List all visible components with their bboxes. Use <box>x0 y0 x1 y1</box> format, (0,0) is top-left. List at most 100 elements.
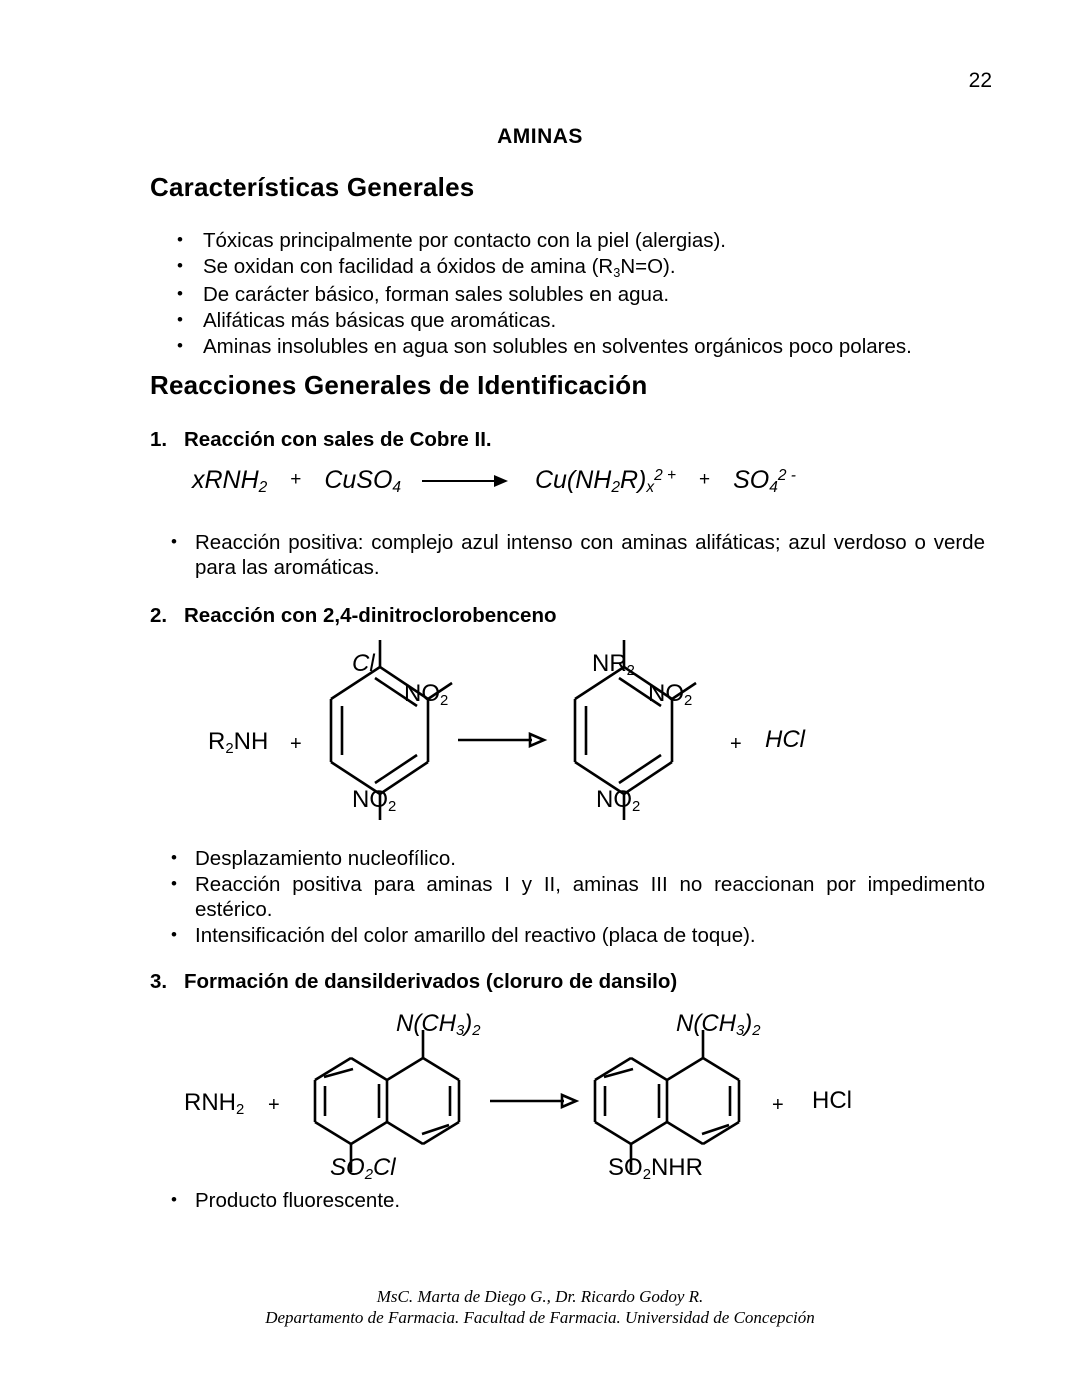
subscript: 4 <box>769 479 778 497</box>
reaction-2-heading: 2. Reacción con 2,4-dinitroclorobenceno <box>150 604 556 628</box>
reaction-1-heading: 1. Reacción con sales de Cobre II. <box>150 428 492 452</box>
dansyl-chloride-structure <box>313 1030 461 1172</box>
product-2-text: SO <box>733 465 770 494</box>
bullet-text: Reacción positiva: complejo azul intenso… <box>195 531 985 579</box>
amine-r: R <box>208 728 226 755</box>
list-item: Tóxicas principalmente por contacto con … <box>165 227 1015 253</box>
equation-plus-1: + <box>290 469 302 491</box>
product-1-text: Cu(NH <box>534 465 612 494</box>
bullet-text: Aminas insolubles en agua son solubles e… <box>203 335 912 358</box>
bullet-text: Intensificación del color amarillo del r… <box>195 924 756 947</box>
subscript: 3 <box>456 1023 465 1040</box>
subscript: 2 <box>611 479 620 497</box>
reaction-3-number: 3. <box>150 970 168 993</box>
product-1-mid: R) <box>619 465 647 494</box>
reaction-1-title: Reacción con sales de Cobre II. <box>184 428 492 451</box>
list-item: Desplazamiento nucleofílico. <box>165 845 985 871</box>
subscript: 2 <box>225 741 234 758</box>
reactant-1-text: xRNH <box>192 465 259 494</box>
list-item: Intensificación del color amarillo del r… <box>165 922 985 948</box>
amine-nh: NH <box>233 728 269 755</box>
sulfonamide-label: SO2NHR <box>608 1154 703 1183</box>
list-item: Aminas insolubles en agua son solubles e… <box>165 333 1015 359</box>
dinitrochlorobenzene-structure <box>329 640 453 820</box>
superscript: 2 - <box>777 467 796 485</box>
superscript: 2 + <box>654 467 677 485</box>
subscript: 2 <box>236 1102 245 1119</box>
dimethylamino-label: N(CH3)2 <box>396 1010 481 1040</box>
reaction-2-plus-right: + <box>730 733 742 755</box>
list-item: Producto fluorescente. <box>165 1187 865 1213</box>
so-text: SO <box>330 1154 365 1181</box>
sulfonyl-chloride-label: SO2Cl <box>330 1154 396 1183</box>
bullet-text: Desplazamiento nucleofílico. <box>195 847 456 870</box>
list-item: Alifáticas más básicas que aromáticas. <box>165 307 1015 333</box>
reaction-2-byproduct-label: HCl <box>765 726 805 753</box>
document-title: AMINAS <box>497 125 583 148</box>
nr-text: NR <box>592 650 627 677</box>
reaction-2-plus-left: + <box>290 733 302 755</box>
reaction-3-bullet-list: Producto fluorescente. <box>165 1187 865 1214</box>
reaction-2-scheme: R2NH + Cl NO2 NO2 <box>0 636 1080 836</box>
subscript: 2 <box>440 693 449 710</box>
amine-substituent-label: NR2 <box>592 650 635 680</box>
reaction-3-title: Formación de dansilderivados (cloruro de… <box>184 970 678 993</box>
heading-reacciones-generales: Reacciones Generales de Identificación <box>150 370 648 400</box>
nhr-text: NHR <box>650 1154 703 1181</box>
subscript: 2 <box>626 663 635 680</box>
reaction-1-number: 1. <box>150 428 168 451</box>
para-nitro-label: NO2 <box>352 786 397 816</box>
footer-authors: MsC. Marta de Diego G., Dr. Ricardo Godo… <box>376 1287 704 1306</box>
reaction-3-byproduct-label: HCl <box>812 1087 852 1114</box>
subscript: 2 <box>388 799 397 816</box>
list-item: Reacción positiva: complejo azul intenso… <box>165 529 985 580</box>
subscript: x <box>646 479 655 497</box>
nitro-text: NO <box>596 786 632 813</box>
subscript: 2 <box>258 479 268 497</box>
bullet-text: De carácter básico, forman sales soluble… <box>203 283 670 306</box>
equation-reactant-1: xRNH2 <box>192 465 268 497</box>
subscript: 4 <box>392 479 402 497</box>
heading-caracteristicas-generales: Características Generales <box>150 172 475 202</box>
arrow-right-icon <box>490 1093 580 1109</box>
nch-text: N(CH <box>396 1010 456 1037</box>
amine-text: RNH <box>184 1089 236 1116</box>
equation-product-1: Cu(NH2R)x2 + <box>534 465 677 497</box>
reaction-3-amine-label: RNH2 <box>184 1089 245 1119</box>
subscript: 2 <box>684 693 693 710</box>
paren-text: ) <box>744 1010 753 1037</box>
page-number: 22 <box>968 69 992 92</box>
subscript: 3 <box>736 1023 745 1040</box>
cl-text: Cl <box>372 1154 396 1181</box>
ortho-nitro-label: NO2 <box>404 680 449 710</box>
caracteristicas-bullet-list: Tóxicas principalmente por contacto con … <box>165 227 1015 360</box>
subscript: 2 <box>472 1023 481 1040</box>
bullet-text: Producto fluorescente. <box>195 1189 401 1212</box>
subscript: 2 <box>632 799 641 816</box>
reaction-2-title: Reacción con 2,4-dinitroclorobenceno <box>184 604 557 627</box>
dinitroaniline-product-structure <box>573 640 697 820</box>
equation-product-2: SO42 - <box>733 465 796 497</box>
dansyl-derivative-structure <box>593 1030 741 1172</box>
so-text: SO <box>608 1154 643 1181</box>
paren-text: ) <box>464 1010 473 1037</box>
reaction-2-number: 2. <box>150 604 168 627</box>
nitro-text: NO <box>352 786 388 813</box>
reaction-3-heading: 3. Formación de dansilderivados (cloruro … <box>150 970 677 994</box>
arrow-right-icon <box>458 732 548 748</box>
list-item: Se oxidan con facilidad a óxidos de amin… <box>165 253 1015 281</box>
bullet-text: Alifáticas más básicas que aromáticas. <box>203 309 557 332</box>
reaction-3-plus-right: + <box>772 1094 784 1116</box>
footer-institution: Departamento de Farmacia. Facultad de Fa… <box>265 1308 815 1327</box>
equation-plus-2: + <box>699 469 711 491</box>
dimethylamino-label: N(CH3)2 <box>676 1010 761 1040</box>
arrow-right-icon <box>421 474 514 487</box>
para-nitro-label: NO2 <box>596 786 641 816</box>
list-item: Reacción positiva para aminas I y II, am… <box>165 871 985 922</box>
chlorine-substituent-label: Cl <box>352 650 375 677</box>
nitro-text: NO <box>404 680 440 707</box>
nitro-text: NO <box>648 680 684 707</box>
equation-reactant-2: CuSO4 <box>324 466 402 497</box>
bullet-text: Tóxicas principalmente por contacto con … <box>203 229 727 252</box>
